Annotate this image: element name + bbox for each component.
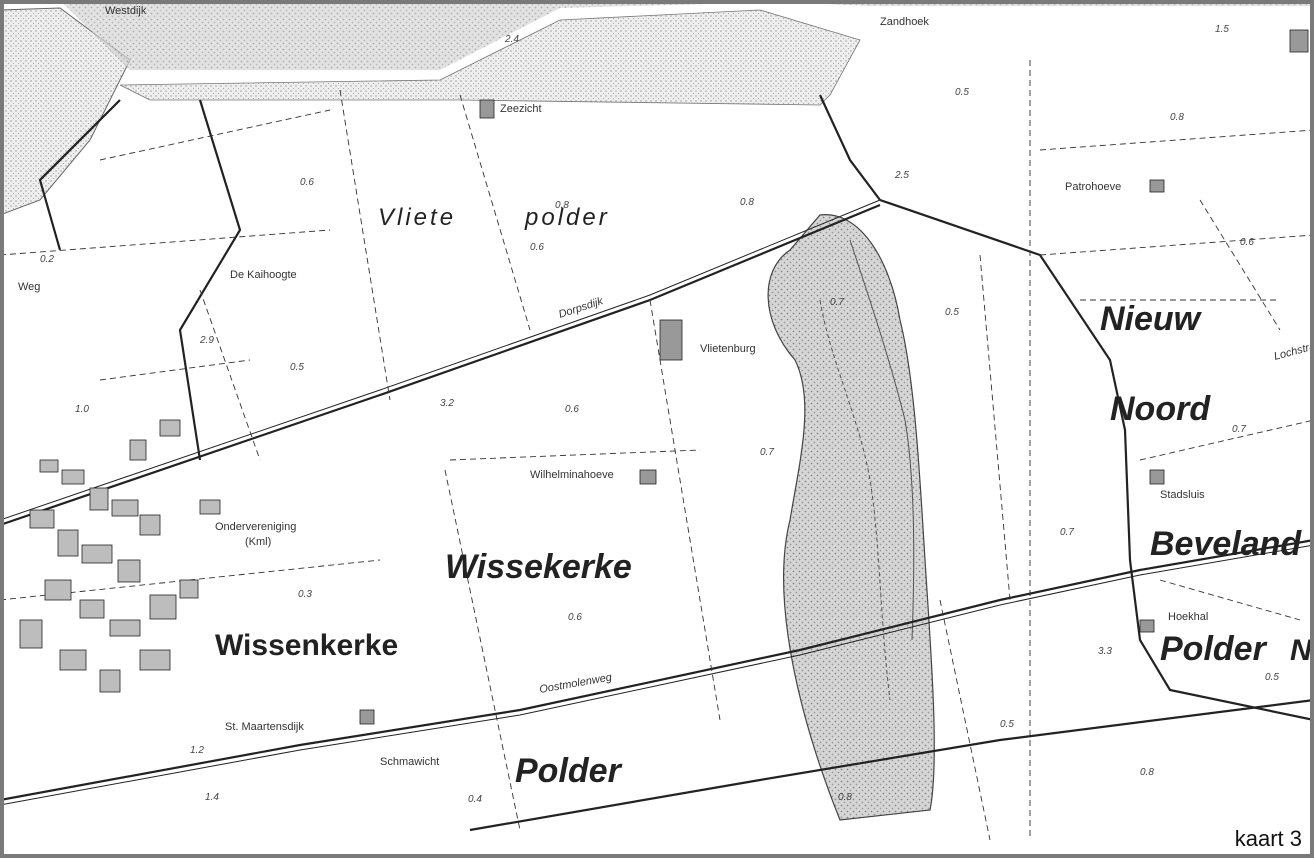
height-label: 0.8 — [555, 200, 569, 211]
region-label-vliete: Vliete — [378, 204, 456, 231]
region-label-n: N — [1290, 634, 1313, 667]
height-label: 2.5 — [894, 170, 909, 181]
place-de-kaihoogte: De Kaihoogte — [230, 269, 297, 281]
place-ondervereniging-sub: (Kml) — [245, 536, 271, 548]
height-label: 0.8 — [1140, 767, 1154, 778]
height-label: 0.7 — [830, 297, 844, 308]
height-label: 0.7 — [1060, 527, 1074, 538]
place-zeezicht: Zeezicht — [500, 103, 542, 115]
region-label-polder-bottom: Polder — [515, 752, 623, 790]
sea-area — [0, 0, 1314, 70]
height-label: 1.2 — [190, 745, 204, 756]
height-label: 0.6 — [300, 177, 314, 188]
place-ondervereniging: Ondervereniging — [215, 521, 296, 533]
height-label: 3.2 — [440, 398, 454, 409]
height-label: 0.6 — [568, 612, 582, 623]
height-label: 0.6 — [530, 242, 544, 253]
coastal-dunes — [0, 7, 131, 216]
height-label: 0.2 — [40, 254, 54, 265]
height-label: 0.7 — [1232, 424, 1246, 435]
place-westdijk: Westdijk — [105, 5, 147, 17]
coastal-dunes-strip — [119, 9, 861, 106]
place-weg: Weg — [18, 281, 40, 293]
height-label: 0.8 — [838, 792, 852, 803]
region-label-noord: Noord — [1110, 390, 1211, 428]
place-wilhelminahoeve: Wilhelminahoeve — [530, 469, 614, 481]
creek-ridge — [767, 214, 935, 821]
height-label: 0.8 — [1170, 112, 1184, 123]
height-label: 0.7 — [760, 447, 774, 458]
height-label: 0.5 — [290, 362, 304, 373]
region-label-wissekerke: Wissekerke — [445, 548, 632, 586]
place-patrohoeve: Patrohoeve — [1065, 181, 1121, 193]
farm-buildings — [359, 29, 1309, 725]
height-label: 1.4 — [205, 792, 219, 803]
height-label: 3.3 — [1098, 646, 1112, 657]
height-label: 0.6 — [565, 404, 579, 415]
place-zandhoek: Zandhoek — [880, 16, 929, 28]
map-caption: kaart 3 — [1230, 824, 1306, 854]
creek-ridge-inner-2 — [849, 239, 915, 641]
dikes — [0, 94, 1314, 832]
place-schmawicht: Schmawicht — [380, 756, 439, 768]
region-label-polder-top: polder — [524, 204, 610, 231]
height-label: 0.3 — [298, 589, 312, 600]
height-label: 0.4 — [468, 794, 482, 805]
region-label-nieuw: Nieuw — [1100, 300, 1203, 338]
height-label: 0.6 — [1240, 237, 1254, 248]
spot-heights: 0.2 0.6 0.8 0.6 0.8 0.5 0.5 0.6 0.7 0.3 … — [40, 24, 1279, 805]
height-label: 0.5 — [955, 87, 969, 98]
height-label: 2.9 — [199, 335, 214, 346]
village-label-wissenkerke: Wissenkerke — [215, 629, 398, 662]
place-st-maartensdijk: St. Maartensdijk — [225, 721, 304, 733]
height-label: 0.5 — [1000, 719, 1014, 730]
village-blocks — [19, 419, 221, 693]
height-label: 1.5 — [1215, 24, 1229, 35]
height-label: 1.0 — [75, 404, 89, 415]
height-label: 0.5 — [945, 307, 959, 318]
height-label: 2.4 — [504, 34, 519, 45]
height-label: 0.5 — [1265, 672, 1279, 683]
height-label: 0.8 — [740, 197, 754, 208]
parcel-boundaries — [0, 60, 1314, 841]
region-label-polder-right: Polder — [1160, 630, 1268, 668]
place-vlietenburg: Vlietenburg — [700, 343, 756, 355]
place-hoekhal: Hoekhal — [1168, 611, 1208, 623]
region-label-beveland: Beveland — [1150, 525, 1302, 563]
place-stadsluis: Stadsluis — [1160, 489, 1205, 501]
